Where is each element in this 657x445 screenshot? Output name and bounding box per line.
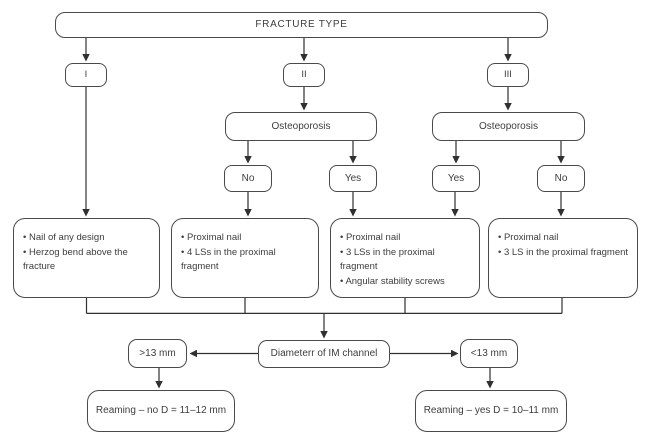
node-im-channel-diameter: Diameterr of IM channel (258, 340, 390, 368)
node-treatment-4ls: • Proximal nail • 4 LSs in the proximal … (171, 218, 319, 298)
node-osteoporosis-right: Osteoporosis (432, 112, 585, 141)
node-treatment-angular-screws: • Proximal nail • 3 LSs in the proximal … (330, 218, 480, 298)
node-gt-13mm: >13 mm (128, 339, 187, 368)
node-type-iii: III (487, 63, 529, 87)
node-lt-13mm: <13 mm (460, 339, 518, 368)
node-treatment-type-i: • Nail of any design • Herzog bend above… (13, 218, 160, 298)
node-reaming-yes: Reaming – yes D = 10–11 mm (415, 390, 567, 432)
node-treatment-3ls: • Proximal nail • 3 LS in the proximal f… (488, 218, 638, 298)
node-no-left: No (224, 165, 272, 192)
node-type-ii: II (283, 63, 325, 87)
node-yes-left: Yes (329, 165, 377, 192)
node-reaming-no: Reaming – no D = 11–12 mm (87, 390, 235, 432)
node-osteoporosis-left: Osteoporosis (225, 112, 377, 141)
node-type-i: I (65, 63, 107, 87)
arrow-connectors (82, 38, 565, 389)
node-fracture-type: FRACTURE TYPE (55, 12, 548, 38)
node-no-right: No (537, 165, 585, 192)
node-yes-right: Yes (432, 165, 480, 192)
